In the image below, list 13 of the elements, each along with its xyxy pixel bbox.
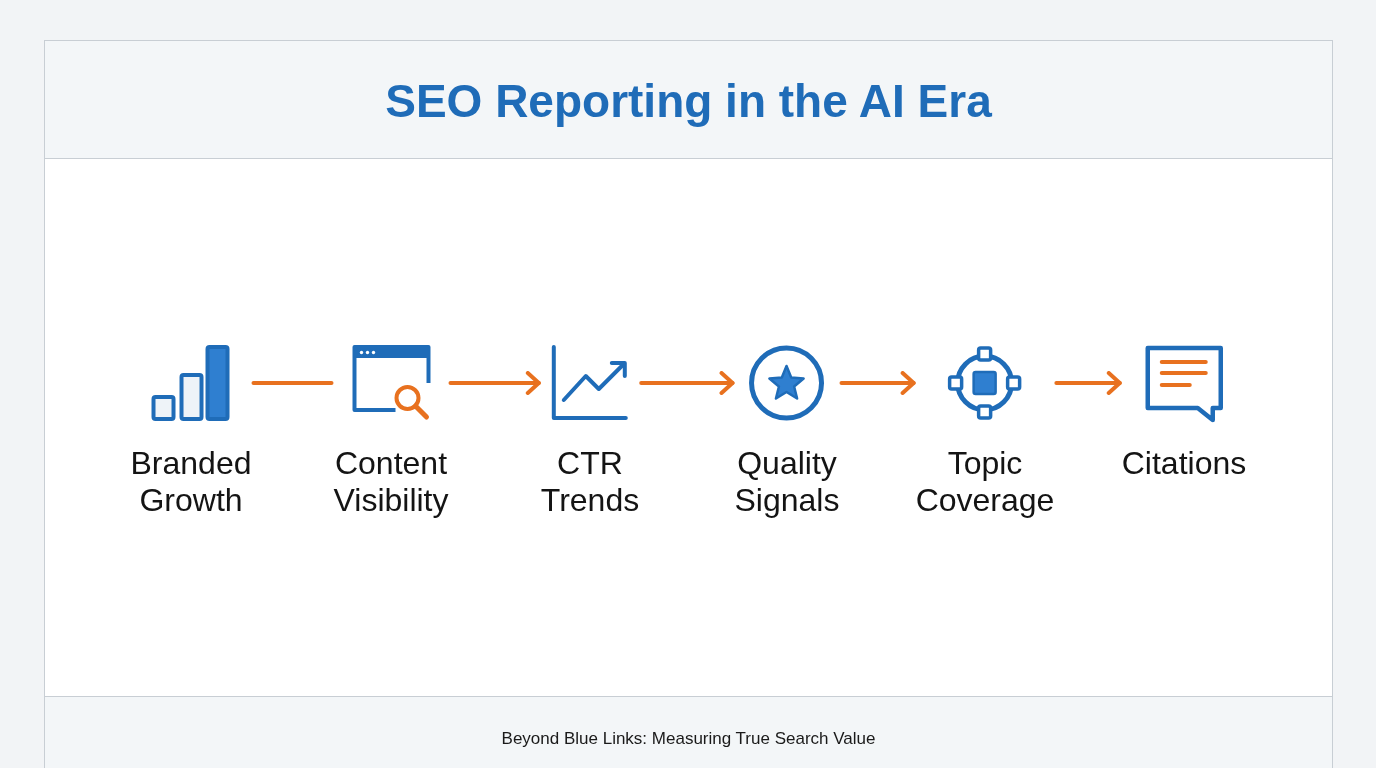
diagram-title: SEO Reporting in the AI Era bbox=[385, 73, 992, 129]
step-label: Content Visibility bbox=[333, 445, 449, 519]
step-label: Topic Coverage bbox=[915, 445, 1055, 519]
step-label: Branded Growth bbox=[130, 445, 252, 519]
arrow bbox=[639, 371, 735, 395]
step-label: Quality Signals bbox=[734, 445, 840, 519]
step-label: CTR Trends bbox=[540, 445, 640, 519]
arrow bbox=[1054, 371, 1122, 395]
diagram-caption: Beyond Blue Links: Measuring True Search Value bbox=[501, 728, 876, 750]
step-label: Citations bbox=[1121, 445, 1247, 482]
arrow bbox=[839, 371, 916, 395]
arrow bbox=[448, 371, 541, 395]
connector-line bbox=[251, 381, 334, 385]
